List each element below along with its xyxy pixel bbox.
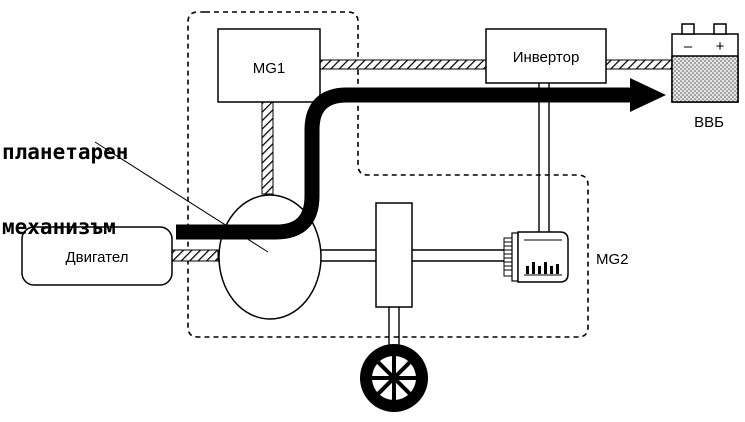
inverter-label: Инвертор bbox=[513, 49, 580, 66]
planetary-gear-label: планетарен механизъм bbox=[2, 90, 128, 290]
transaxle-dashed-boundary bbox=[187, 11, 589, 338]
inverter-battery-shaft bbox=[605, 59, 673, 70]
battery-minus-label: – bbox=[684, 38, 693, 55]
planetary-label-line1: планетарен bbox=[2, 140, 129, 164]
planetary-leader-line bbox=[94, 141, 269, 253]
engine-planetary-shaft bbox=[171, 249, 219, 262]
inverter-box bbox=[485, 28, 607, 84]
planetary-label-line2: механизъм bbox=[2, 215, 116, 239]
mg1-box bbox=[217, 28, 321, 103]
mg1-planetary-shaft bbox=[261, 101, 274, 195]
battery-icon: – + bbox=[671, 23, 739, 103]
battery-label: ВВБ bbox=[694, 114, 724, 131]
mg1-inverter-shaft bbox=[319, 59, 487, 70]
mg1-label: MG1 bbox=[253, 60, 286, 77]
power-flow-arrow-head bbox=[630, 78, 666, 112]
battery-plus-label: + bbox=[716, 38, 725, 55]
power-flow-arrow bbox=[176, 87, 632, 240]
wheel-icon bbox=[360, 344, 428, 412]
motor-icon bbox=[503, 231, 569, 283]
engine-box bbox=[21, 226, 173, 286]
reduction-gear bbox=[375, 202, 413, 308]
mg2-label: MG2 bbox=[596, 251, 629, 268]
engine-label: Двигател bbox=[66, 249, 129, 266]
